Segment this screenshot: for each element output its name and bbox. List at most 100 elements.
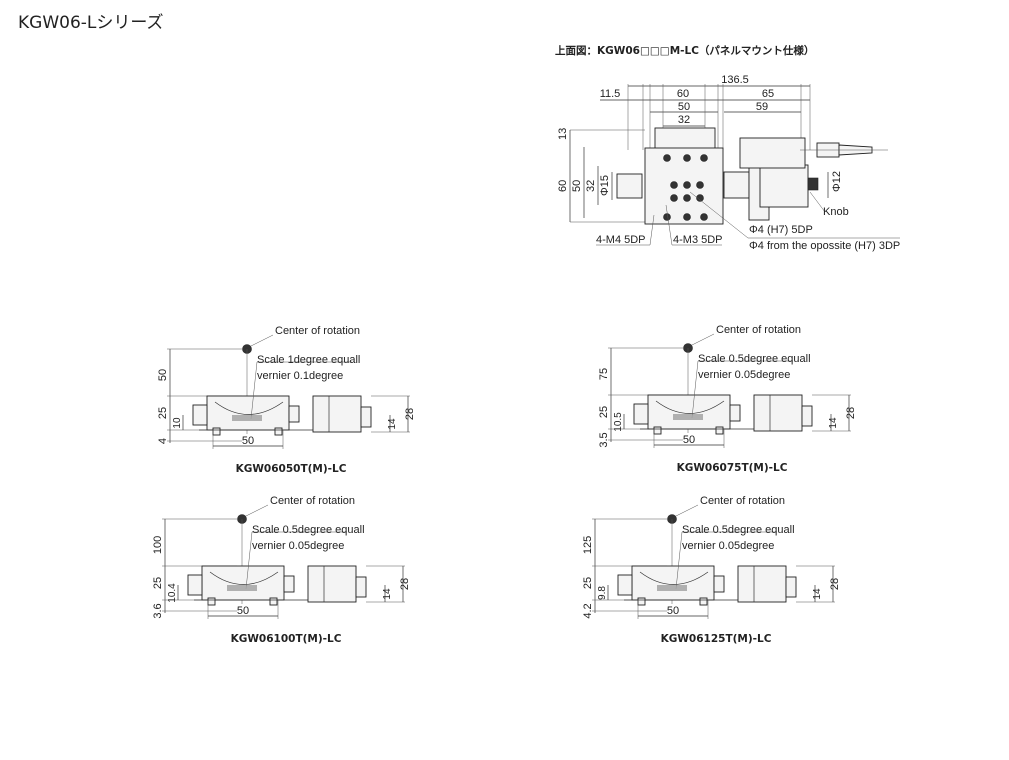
rotary-stage-body bbox=[631, 565, 715, 601]
dimension-label: 10 bbox=[172, 417, 183, 429]
dimension-label: 125 bbox=[582, 536, 594, 554]
dimension-label: 13 bbox=[557, 128, 569, 140]
dimension-label: 10.5 bbox=[613, 412, 624, 432]
motor-cover bbox=[739, 137, 806, 169]
mounting-hole bbox=[663, 154, 671, 162]
scale-arc bbox=[214, 401, 284, 415]
motor-body bbox=[759, 164, 809, 208]
dimension-label: 25 bbox=[152, 577, 164, 589]
rotary-stage-body bbox=[647, 394, 731, 430]
knob-right bbox=[729, 404, 741, 422]
mounting-hole bbox=[700, 213, 708, 221]
mounting-hole bbox=[696, 181, 704, 189]
foot bbox=[207, 597, 216, 606]
motor-body bbox=[312, 395, 362, 433]
mounting-hole bbox=[663, 213, 671, 221]
dimension-label: 50 bbox=[242, 435, 254, 447]
mounting-hole bbox=[670, 194, 678, 202]
leader-line bbox=[689, 191, 749, 239]
dimension-label: 50 bbox=[678, 101, 690, 113]
dimension-label: 4.2 bbox=[582, 603, 594, 618]
connector bbox=[355, 576, 367, 598]
dimension-label: 28 bbox=[399, 578, 411, 590]
leader-line bbox=[245, 504, 269, 517]
dimension-label: 50 bbox=[157, 369, 169, 381]
dimension-label: 59 bbox=[756, 101, 768, 113]
pin-label: Φ4 (H7) 5DP bbox=[749, 224, 813, 236]
dimension-label: 11.5 bbox=[600, 88, 621, 100]
mounting-hole bbox=[683, 181, 691, 189]
connector bbox=[801, 405, 813, 427]
dimension-label: 32 bbox=[678, 114, 690, 126]
page-title: KGW06-Lシリーズ bbox=[18, 13, 164, 33]
dimension-label: 50 bbox=[571, 180, 583, 192]
vernier-label: vernier 0.05degree bbox=[698, 369, 790, 381]
foot bbox=[653, 426, 662, 435]
center-of-rotation-label: Center of rotation bbox=[270, 495, 355, 507]
top-view-caption: 上面図：KGW06□□□M-LC（パネルマウント仕様） bbox=[555, 44, 814, 57]
vernier-label: vernier 0.1degree bbox=[257, 370, 343, 382]
dimension-label: 50 bbox=[237, 605, 249, 617]
knob-label: Knob bbox=[823, 206, 849, 218]
leader-line bbox=[675, 504, 699, 517]
leader-line bbox=[675, 531, 683, 590]
mounting-hole bbox=[700, 154, 708, 162]
scale-arc bbox=[209, 571, 279, 585]
dimension-label: 14 bbox=[828, 417, 839, 429]
dimension-label: 28 bbox=[845, 407, 857, 419]
dimension-label: 10.4 bbox=[167, 583, 178, 603]
scale-label: Scale 0.5degree equall bbox=[252, 524, 365, 536]
center-of-rotation-label: Center of rotation bbox=[700, 495, 785, 507]
dimension-label: 3.6 bbox=[152, 603, 164, 618]
dimension-label: 28 bbox=[829, 578, 841, 590]
dimension-label: 136.5 bbox=[721, 74, 749, 86]
mounting-hole bbox=[670, 181, 678, 189]
vernier-label: vernier 0.05degree bbox=[252, 540, 344, 552]
dimension-label: 14 bbox=[387, 418, 398, 430]
leader-line bbox=[809, 191, 826, 213]
knob-left bbox=[187, 574, 203, 596]
rotary-stage-body bbox=[201, 565, 285, 601]
dimension-label: 4 bbox=[157, 438, 169, 444]
connector bbox=[785, 576, 797, 598]
stage-slot bbox=[654, 127, 716, 151]
dimension-label: 32 bbox=[585, 180, 597, 192]
model-label: KGW06125T(M)-LC bbox=[661, 633, 772, 645]
dimension-label: 50 bbox=[667, 605, 679, 617]
motor-body bbox=[737, 565, 787, 603]
scale-arc bbox=[655, 400, 725, 414]
mounting-hole bbox=[683, 194, 691, 202]
foot bbox=[699, 597, 708, 606]
dimension-label: 100 bbox=[152, 536, 164, 554]
scale-label: Scale 0.5degree equall bbox=[682, 524, 795, 536]
knob bbox=[807, 177, 819, 191]
connector bbox=[360, 406, 372, 428]
center-of-rotation-label: Center of rotation bbox=[275, 325, 360, 337]
dimension-label: 60 bbox=[677, 88, 689, 100]
dimension-label: Φ12 bbox=[831, 171, 843, 192]
model-label: KGW06050T(M)-LC bbox=[236, 463, 347, 475]
dimension-label: 25 bbox=[157, 407, 169, 419]
vernier-label: vernier 0.05degree bbox=[682, 540, 774, 552]
dimension-label: 50 bbox=[683, 434, 695, 446]
leader-line bbox=[250, 361, 258, 420]
dimension-label: 25 bbox=[582, 577, 594, 589]
mounting-hole bbox=[696, 194, 704, 202]
dimension-label: 14 bbox=[382, 588, 393, 600]
foot bbox=[212, 427, 221, 436]
leader-line bbox=[245, 531, 253, 590]
scale-arc bbox=[639, 571, 709, 585]
dimension-label: 3.5 bbox=[598, 432, 610, 447]
leader-line bbox=[691, 360, 699, 419]
mounting-hole bbox=[683, 213, 691, 221]
knob-left bbox=[192, 404, 208, 426]
mounting-hole bbox=[683, 154, 691, 162]
rotary-stage-body bbox=[206, 395, 290, 431]
dimension-label: 28 bbox=[404, 408, 416, 420]
model-label: KGW06100T(M)-LC bbox=[231, 633, 342, 645]
